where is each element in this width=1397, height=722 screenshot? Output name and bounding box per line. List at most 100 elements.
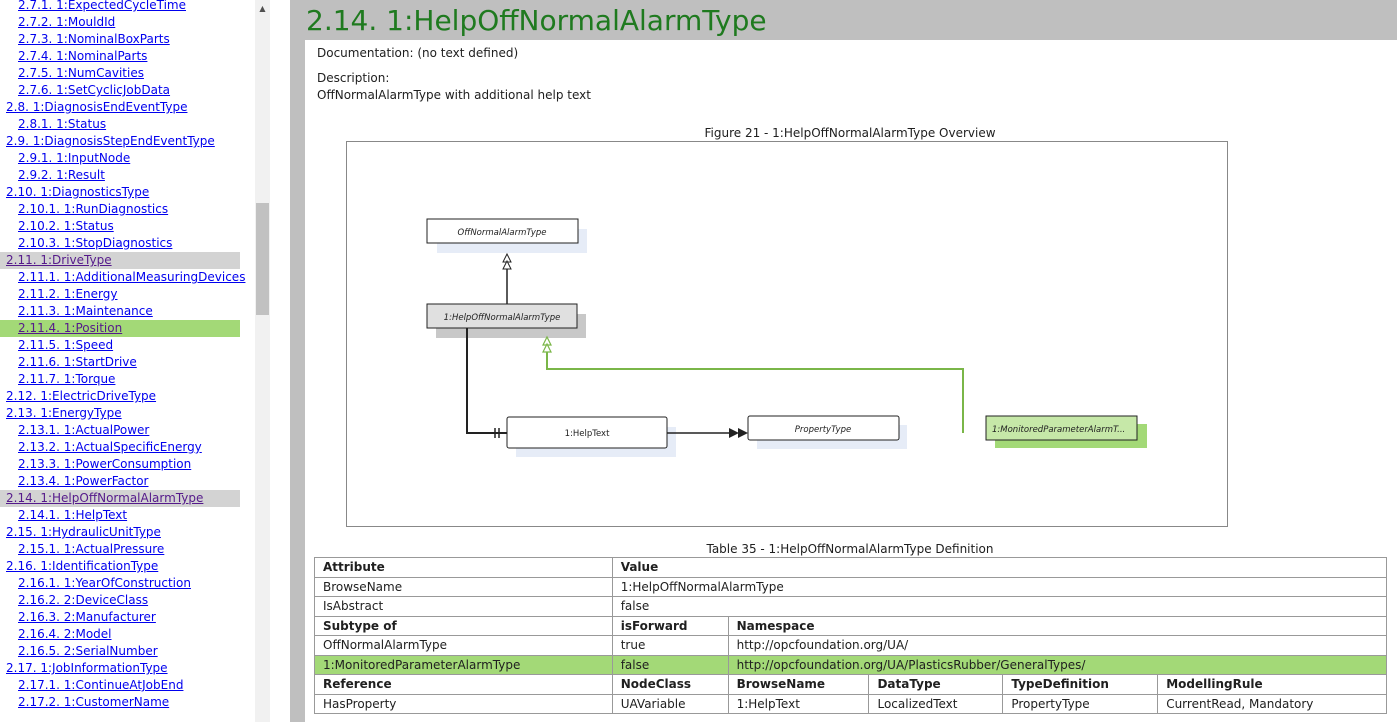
node-helptext: 1:HelpText — [506, 416, 676, 457]
content-area: Documentation: (no text defined) Descrip… — [305, 40, 1397, 722]
toc-link[interactable]: 2.16.3. 2:Manufacturer — [18, 610, 156, 624]
toc-link[interactable]: 2.7.2. 1:MouldId — [18, 15, 116, 29]
toc-link[interactable]: 2.9.2. 1:Result — [18, 168, 105, 182]
table-row-highlighted: 1:MonitoredParameterAlarmType false http… — [314, 654, 1388, 675]
toc-link-drivetype[interactable]: 2.11. 1:DriveType — [0, 252, 240, 269]
toc-link[interactable]: 2.13. 1:EnergyType — [6, 406, 122, 420]
edge-hasproperty — [466, 328, 507, 438]
toc-link[interactable]: 2.7.4. 1:NominalParts — [18, 49, 148, 63]
toc-link-position-active[interactable]: 2.11.4. 1:Position — [0, 320, 240, 337]
toc-link[interactable]: 2.11.5. 1:Speed — [18, 338, 114, 352]
node-helpoffnormalalarmtype: 1:HelpOffNormalAlarmType — [426, 303, 586, 338]
scroll-thumb[interactable] — [256, 203, 269, 315]
toc-link[interactable]: 2.17.2. 1:CustomerName — [18, 695, 170, 709]
toc-link[interactable]: 2.16.4. 2:Model — [18, 627, 112, 641]
table-cell: UAVariable — [611, 693, 729, 714]
table-cell: NodeClass — [611, 674, 729, 695]
table-cell: http://opcfoundation.org/UA/PlasticsRubb… — [727, 654, 1388, 675]
table-cell: http://opcfoundation.org/UA/ — [727, 635, 1388, 656]
toc-link[interactable]: 2.10. 1:DiagnosticsType — [6, 185, 150, 199]
documentation-text: Documentation: (no text defined) — [317, 46, 519, 60]
toc-link[interactable]: 2.16.2. 2:DeviceClass — [18, 593, 149, 607]
toc-link[interactable]: 2.15. 1:HydraulicUnitType — [6, 525, 161, 539]
node-label: PropertyType — [795, 425, 851, 435]
toc-link[interactable]: 2.13.2. 1:ActualSpecificEnergy — [18, 440, 202, 454]
toc-link[interactable]: 2.13.1. 1:ActualPower — [18, 423, 150, 437]
toc-link[interactable]: 2.12. 1:ElectricDriveType — [6, 389, 157, 403]
table-cell: OffNormalAlarmType — [314, 635, 613, 656]
table-caption: Table 35 - 1:HelpOffNormalAlarmType Defi… — [706, 542, 994, 556]
table-cell: false — [611, 596, 1388, 617]
toc-link[interactable]: 2.11.3. 1:Maintenance — [18, 304, 153, 318]
toc-link[interactable]: 2.10.1. 1:RunDiagnostics — [18, 202, 169, 216]
table-cell: Value — [611, 557, 1388, 578]
definition-table: Attribute Value BrowseName 1:HelpOffNorm… — [314, 557, 1388, 714]
node-propertytype: PropertyType — [747, 415, 907, 449]
toc-link[interactable]: 2.7.3. 1:NominalBoxParts — [18, 32, 170, 46]
node-label: OffNormalAlarmType — [458, 228, 547, 238]
toc-link[interactable]: 2.11.1. 1:AdditionalMeasuringDevices — [18, 270, 246, 284]
toc-link[interactable]: 2.16.5. 2:SerialNumber — [18, 644, 158, 658]
table-cell: 1:MonitoredParameterAlarmType — [314, 654, 613, 675]
table-header-row: Reference NodeClass BrowseName DataType … — [314, 674, 1387, 695]
main-panel: 2.14. 1:HelpOffNormalAlarmType Documenta… — [290, 0, 1397, 722]
toc-link[interactable]: 2.10.2. 1:Status — [18, 219, 114, 233]
table-cell: HasProperty — [314, 693, 613, 714]
table-cell: LocalizedText — [868, 693, 1004, 714]
page-title: 2.14. 1:HelpOffNormalAlarmType — [306, 4, 767, 37]
toc-link[interactable]: 2.9.1. 1:InputNode — [18, 151, 131, 165]
table-cell: PropertyType — [1002, 693, 1159, 714]
table-cell: IsAbstract — [314, 596, 613, 617]
toc-link[interactable]: 2.7.5. 1:NumCavities — [18, 66, 144, 80]
toc-link[interactable]: 2.13.4. 1:PowerFactor — [18, 474, 149, 488]
toc-link[interactable]: 2.11.2. 1:Energy — [18, 287, 118, 301]
toc-link[interactable]: 2.11.7. 1:Torque — [18, 372, 116, 386]
node-label: 1:HelpOffNormalAlarmType — [444, 313, 561, 323]
table-cell: true — [611, 635, 729, 656]
toc-link[interactable]: 2.10.3. 1:StopDiagnostics — [18, 236, 173, 250]
toc-link-helpoffnormal[interactable]: 2.14. 1:HelpOffNormalAlarmType — [0, 490, 240, 507]
table-row: HasProperty UAVariable 1:HelpText Locali… — [314, 693, 1387, 714]
node-offnormalalarmtype: OffNormalAlarmType — [426, 218, 587, 253]
sidebar-scrollbar[interactable]: ▲ — [255, 0, 270, 722]
toc-link[interactable]: 2.17.1. 1:ContinueAtJobEnd — [18, 678, 184, 692]
table-cell: ModellingRule — [1157, 674, 1387, 695]
node-label: 1:MonitoredParameterAlarmT... — [992, 425, 1125, 435]
edge-subtype-of-monitored — [542, 335, 964, 433]
scroll-up-arrow-icon[interactable]: ▲ — [259, 4, 266, 13]
edge-hastypedefinition — [667, 428, 748, 438]
toc-link[interactable]: 2.15.1. 1:ActualPressure — [18, 542, 165, 556]
node-label: 1:HelpText — [565, 429, 611, 439]
table-cell: TypeDefinition — [1002, 674, 1159, 695]
toc-link[interactable]: 2.7.1. 1:ExpectedCycleTime — [18, 0, 186, 12]
table-row: IsAbstract false — [314, 596, 1388, 617]
table-cell: Subtype of — [314, 615, 613, 636]
table-cell: Reference — [314, 674, 613, 695]
toc-link[interactable]: 2.8. 1:DiagnosisEndEventType — [6, 100, 188, 114]
toc-link[interactable]: 2.7.6. 1:SetCyclicJobData — [18, 83, 171, 97]
table-header-row: Attribute Value — [314, 557, 1388, 578]
type-overview-diagram: OffNormalAlarmType 1:HelpOffNormalAlarmT… — [346, 141, 1228, 527]
toc-link[interactable]: 2.11.6. 1:StartDrive — [18, 355, 137, 369]
toc-link[interactable]: 2.16. 1:IdentificationType — [6, 559, 159, 573]
description-text: OffNormalAlarmType with additional help … — [317, 88, 591, 102]
table-cell: false — [611, 654, 729, 675]
table-cell: BrowseName — [727, 674, 870, 695]
table-row: BrowseName 1:HelpOffNormalAlarmType — [314, 576, 1388, 597]
table-row: OffNormalAlarmType true http://opcfounda… — [314, 635, 1388, 656]
title-bar: 2.14. 1:HelpOffNormalAlarmType — [290, 0, 1397, 40]
toc-link[interactable]: 2.8.1. 1:Status — [18, 117, 107, 131]
table-cell: 1:HelpText — [727, 693, 870, 714]
table-cell: isForward — [611, 615, 729, 636]
toc-link[interactable]: 2.9. 1:DiagnosisStepEndEventType — [6, 134, 215, 148]
gutter — [270, 0, 290, 722]
toc-link[interactable]: 2.14.1. 1:HelpText — [18, 508, 128, 522]
edge-subtype-of-offnormal — [502, 252, 512, 304]
toc-link[interactable]: 2.13.3. 1:PowerConsumption — [18, 457, 192, 471]
table-cell: Attribute — [314, 557, 613, 578]
node-monitoredparameteralarmtype: 1:MonitoredParameterAlarmT... — [985, 415, 1147, 448]
toc-link[interactable]: 2.16.1. 1:YearOfConstruction — [18, 576, 191, 590]
table-cell: Namespace — [727, 615, 1388, 636]
table-header-row: Subtype of isForward Namespace — [314, 615, 1388, 636]
toc-link[interactable]: 2.17. 1:JobInformationType — [6, 661, 168, 675]
